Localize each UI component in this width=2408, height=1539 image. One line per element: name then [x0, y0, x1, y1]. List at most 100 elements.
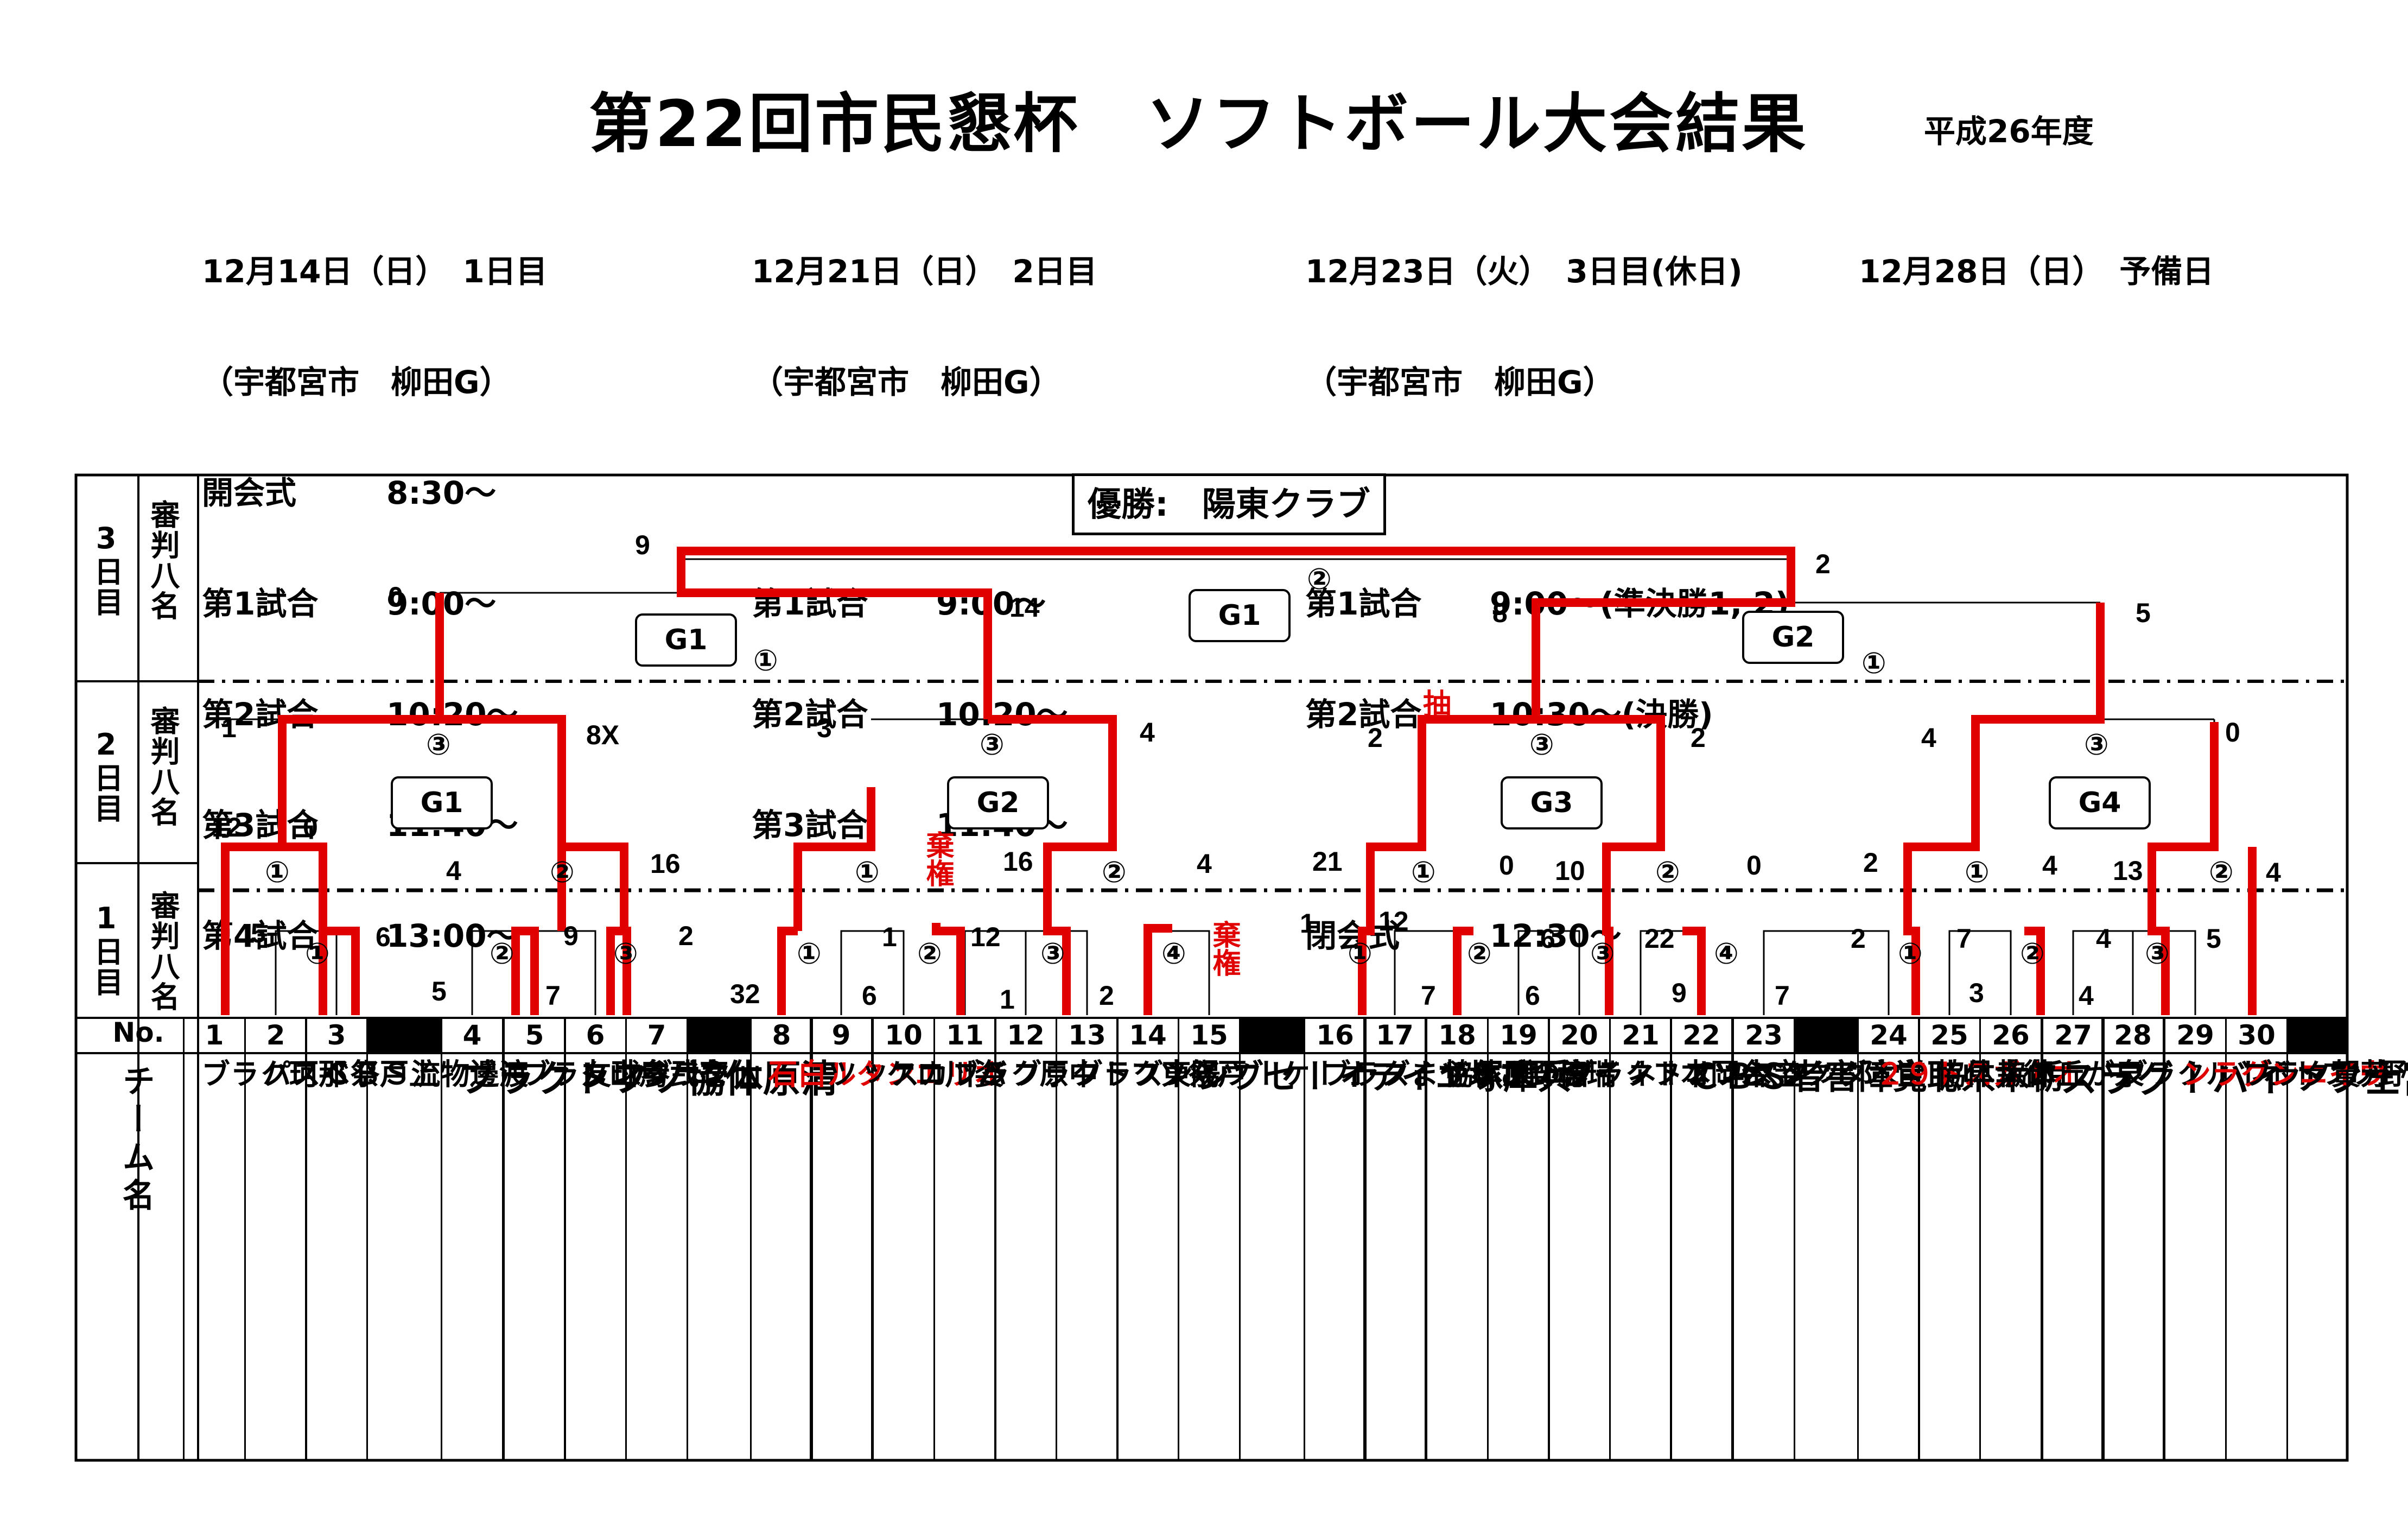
- team-name: 烏山クラブ: [516, 1059, 668, 1090]
- forfeit-mark: 棄権: [921, 831, 954, 887]
- score: 10: [1555, 856, 1585, 886]
- game-number: ②: [1467, 936, 1492, 971]
- score: 2: [1863, 847, 1878, 878]
- score: 6: [376, 922, 391, 952]
- score: 5: [2206, 923, 2221, 954]
- game-number: ②: [2209, 855, 2234, 889]
- winning-path: [988, 715, 1117, 1015]
- score: 4: [2266, 857, 2281, 888]
- team-name: 戸祭ソフトクラブ: [1007, 1059, 1247, 1090]
- schedule-date: 12月14日（日） 1日目: [202, 253, 548, 290]
- game-number: ②: [917, 936, 942, 971]
- team-name: 台岡本ファイターズ: [1500, 1059, 1769, 1090]
- game-number: ①: [305, 936, 330, 971]
- schedule-time: 10:20～: [936, 696, 1068, 733]
- game-number: ②: [1102, 855, 1127, 889]
- schedule-label: 開会式: [202, 474, 297, 511]
- score: 4: [1140, 717, 1155, 748]
- team-name: オーガスト９２: [1870, 1059, 2080, 1090]
- team-name: オリエンタル白石: [763, 1059, 1002, 1090]
- team-number: 30: [2238, 1019, 2276, 1051]
- team-number: 8: [772, 1019, 791, 1051]
- team-number: 18: [1438, 1019, 1476, 1051]
- game-number: ③: [980, 727, 1005, 762]
- game-number: ①: [855, 855, 880, 889]
- separator-block: [687, 1018, 751, 1053]
- score: 7: [1421, 980, 1436, 1011]
- score: 12: [1378, 906, 1409, 936]
- team-number: 12: [1007, 1019, 1045, 1051]
- score: 7: [1956, 923, 1972, 954]
- team-number: 27: [2054, 1019, 2092, 1051]
- schedule-date: 12月21日（日） 2日目: [752, 253, 1097, 290]
- game-number: ②: [1307, 562, 1332, 596]
- score: 2: [678, 921, 694, 951]
- game-number: ①: [265, 855, 290, 889]
- separator-block: [367, 1018, 442, 1053]
- team-name: 渡邊物流ＳＢＣ: [318, 1059, 528, 1090]
- score: 6: [1525, 980, 1540, 1011]
- schedule-time: 8:30～: [386, 474, 497, 511]
- bracket-path: [1763, 930, 1890, 1015]
- team-number: 1: [205, 1019, 224, 1051]
- team-number: 6: [586, 1019, 605, 1051]
- winning-path: [1143, 924, 1172, 1015]
- team-name: 泉が丘体協: [1992, 1059, 2144, 1090]
- score: 3: [817, 713, 832, 743]
- winning-path: [777, 927, 798, 1015]
- winning-path: [221, 715, 440, 1015]
- score: 14: [1009, 592, 1040, 623]
- winning-path: [1682, 927, 1706, 1015]
- schedule-venue: （宇都宮市 柳田G）: [202, 364, 511, 401]
- score: 5: [431, 976, 447, 1006]
- team-name: 姿川ロケッツ: [823, 1059, 1003, 1090]
- game-number: ③: [426, 727, 451, 762]
- score: 9: [1672, 978, 1687, 1008]
- game-number: ①: [753, 643, 778, 677]
- game-number: ③: [1590, 936, 1615, 971]
- team-name: 上戸祭ベスパ: [257, 1059, 438, 1090]
- team-name: 瑞穂野ブラザーズ: [1376, 1059, 1616, 1090]
- team-name: 栃木県聴覚障害者ＳＢＣ: [1682, 1059, 2064, 1093]
- team-number: 26: [1992, 1019, 2030, 1051]
- winning-path: [2024, 927, 2045, 1015]
- team-name: さるやまクラブ: [1317, 1059, 1527, 1090]
- schedule-time: 13:00～: [386, 917, 518, 954]
- team-name: 中原クラブ: [946, 1059, 1098, 1090]
- score: 4: [2042, 850, 2057, 881]
- forfeit-mark: 棄権: [1208, 920, 1240, 977]
- team-name: クッシュオーネ: [1622, 1059, 1832, 1090]
- team-name: 芳賀クラブ: [2238, 1059, 2390, 1090]
- score: 0: [1746, 850, 1762, 881]
- game-number: ④: [1714, 936, 1739, 971]
- day3-judge-label: 審判八名: [145, 499, 180, 621]
- team-number: 3: [327, 1019, 346, 1051]
- score: 8X: [586, 720, 620, 750]
- team-name: 清原体協ソフトクラブ: [453, 1059, 839, 1097]
- game-number: ③: [1040, 936, 1065, 971]
- score: 9: [635, 530, 650, 560]
- team-number: 2: [266, 1019, 285, 1051]
- score: 0: [2225, 717, 2240, 748]
- score: 1: [221, 713, 237, 743]
- team-name: 宝木ダックス: [1745, 1059, 1926, 1090]
- team-name: 壱弐参球友: [577, 1059, 728, 1090]
- game-number: ③: [2145, 936, 2170, 971]
- score: 7: [1775, 980, 1790, 1011]
- score: 6: [862, 980, 877, 1011]
- winning-path: [1536, 715, 1665, 1015]
- winning-path: [793, 787, 875, 931]
- score: 3: [1969, 978, 1984, 1008]
- winning-path: [1903, 603, 2105, 1015]
- team-name: 富士ファイバーグラス: [2054, 1059, 2408, 1097]
- draw-mark: 抽: [1423, 689, 1452, 720]
- game-number: ③: [2084, 727, 2109, 762]
- team-name: 那珂クラブ: [196, 1059, 347, 1090]
- score: 16: [650, 848, 681, 879]
- game-number: ①: [797, 936, 822, 971]
- game-number: ③: [1529, 727, 1554, 762]
- team-number: 25: [1930, 1019, 1968, 1051]
- score: 0: [303, 812, 318, 843]
- fiscal-year: 平成26年度: [1924, 113, 2094, 150]
- team-number: 10: [885, 1019, 923, 1051]
